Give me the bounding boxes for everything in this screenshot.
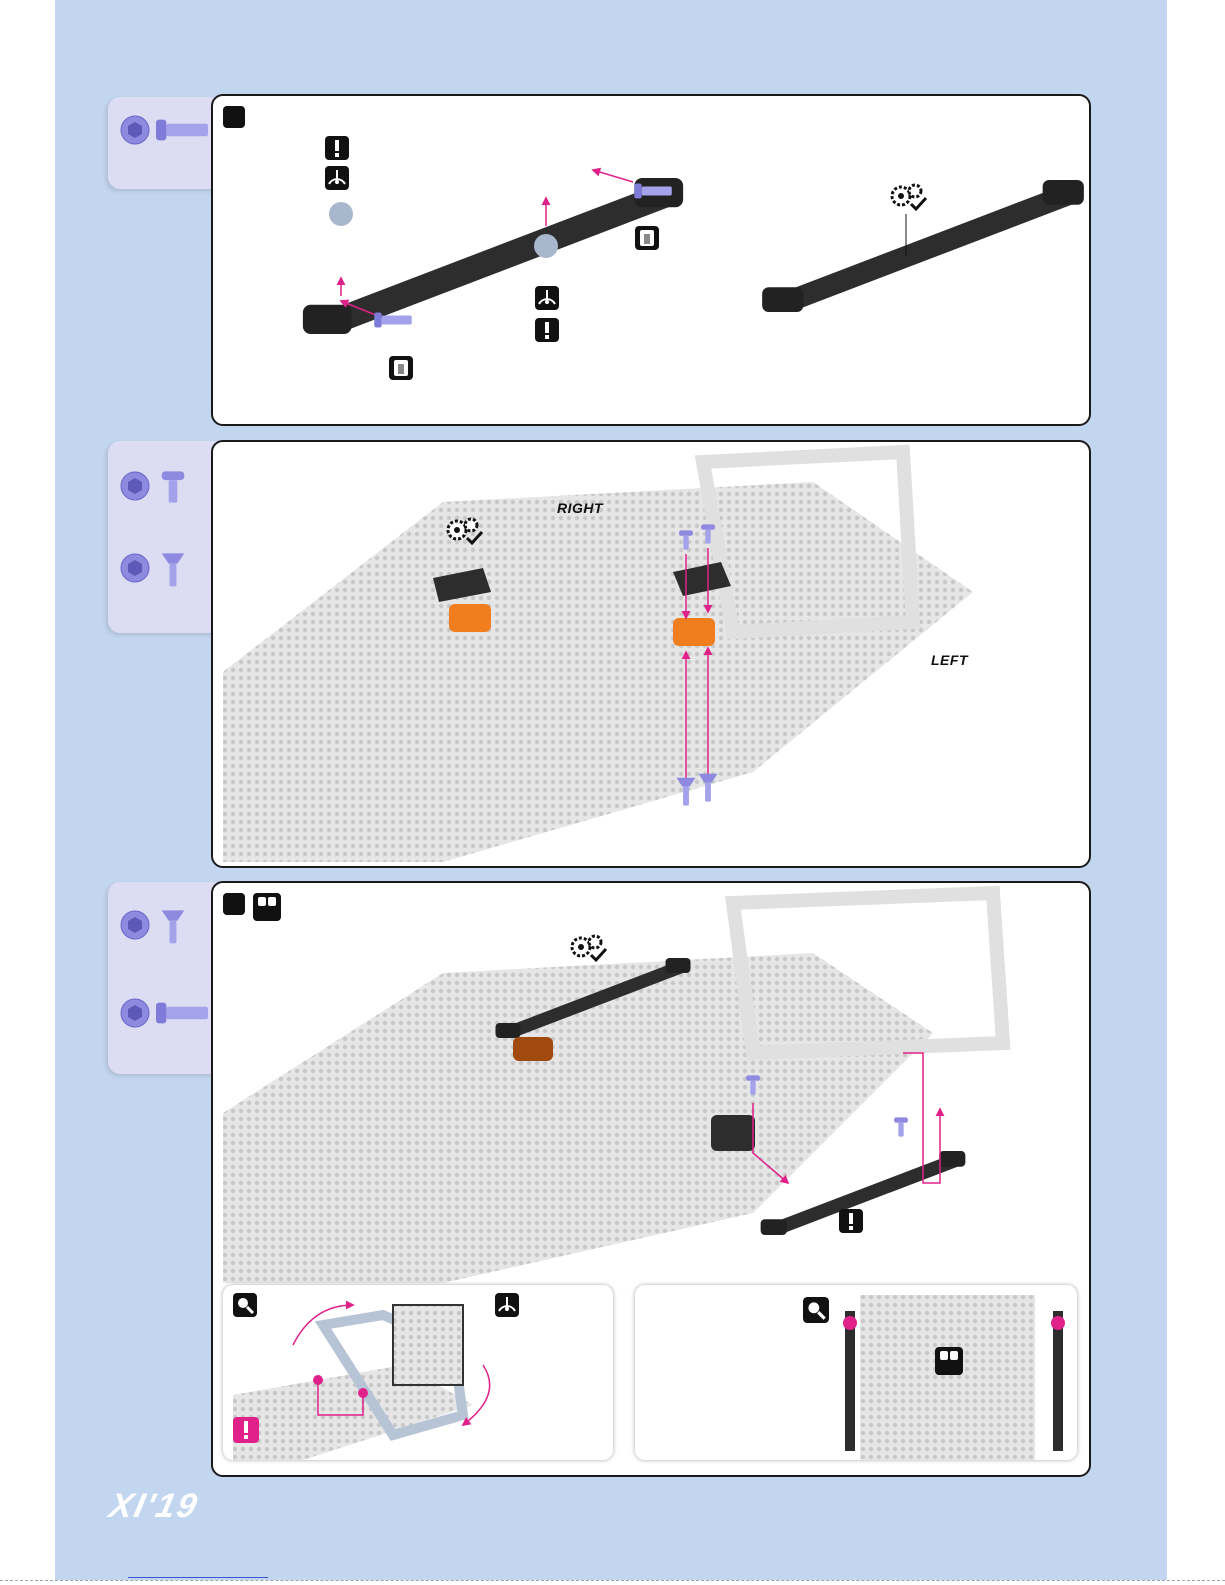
screw-icon — [374, 313, 412, 328]
button-head-screw-icon — [160, 469, 186, 505]
step-1-hardware-tab — [108, 97, 228, 189]
detail-box-topview — [635, 1285, 1077, 1460]
screw-icon — [894, 1117, 908, 1136]
step-1-drawing — [213, 96, 1089, 424]
thread-lock-icon — [389, 356, 413, 380]
warning-icon — [839, 1209, 863, 1233]
topview-detail-drawing — [635, 1285, 1077, 1460]
step-3-hardware-tab — [108, 882, 228, 1074]
both-sides-icon — [935, 1347, 963, 1375]
screw-head-icon — [120, 910, 150, 940]
detail-box-bulkhead — [223, 1285, 613, 1460]
screw-head-icon — [120, 115, 150, 145]
orientation-icon — [495, 1293, 519, 1317]
orientation-icon — [535, 286, 559, 310]
assembled-check-icon — [572, 936, 606, 960]
step-2-panel: RIGHT LEFT — [211, 440, 1091, 868]
spacer-post — [673, 618, 715, 646]
spacer-post — [449, 604, 491, 632]
step-1-panel — [211, 94, 1091, 426]
warning-icon — [535, 318, 559, 342]
step-2-hardware-tab — [108, 441, 228, 633]
ball-stud-icon — [534, 234, 558, 258]
page-cut-line — [0, 1580, 1225, 1581]
mount-plate — [711, 1115, 755, 1151]
product-logo: XI'19 — [106, 1487, 202, 1526]
ball-stud-icon — [329, 202, 353, 226]
bulkhead-detail-drawing — [223, 1285, 613, 1460]
zoom-icon — [233, 1293, 257, 1317]
warning-icon — [325, 136, 349, 160]
right-side-label: RIGHT — [557, 500, 603, 516]
left-side-label: LEFT — [931, 652, 968, 668]
button-head-screw-icon — [156, 117, 208, 143]
carbon-link — [303, 178, 683, 334]
page-link-underline — [128, 1577, 268, 1578]
countersunk-screw-icon — [160, 908, 186, 944]
chassis-plate — [223, 482, 973, 862]
assembly-arrow — [593, 170, 633, 182]
step-3-panel — [211, 881, 1091, 1477]
warning-icon-pink — [233, 1417, 259, 1443]
thread-lock-icon — [635, 226, 659, 250]
assembled-check-icon — [892, 185, 926, 209]
spacer-post — [513, 1037, 553, 1061]
orientation-icon — [325, 166, 349, 190]
screw-head-icon — [120, 998, 150, 1028]
button-head-screw-icon — [156, 1000, 208, 1026]
countersunk-screw-icon — [698, 774, 717, 802]
countersunk-screw-icon — [160, 551, 186, 587]
screw-head-icon — [120, 471, 150, 501]
step-3-drawing — [213, 883, 1089, 1283]
zoom-icon — [803, 1297, 829, 1323]
screw-head-icon — [120, 553, 150, 583]
